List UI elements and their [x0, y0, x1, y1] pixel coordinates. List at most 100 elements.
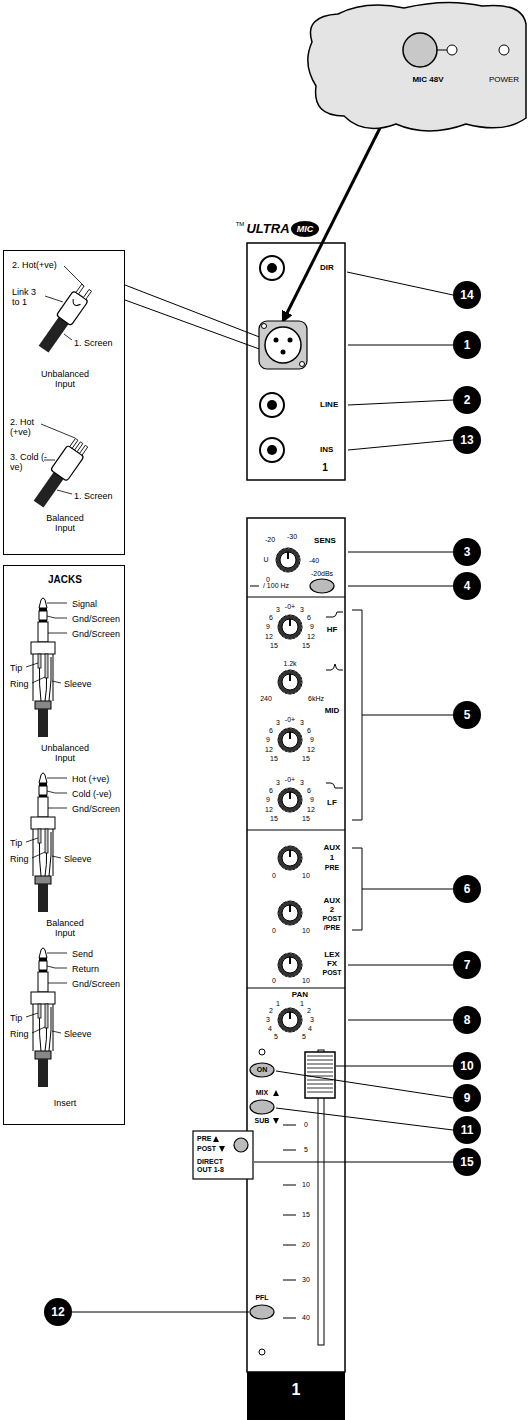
channel-panel	[278, 1008, 302, 1032]
node-text: 2. Hot (+ve)	[10, 417, 50, 438]
node-text: 1. Screen	[74, 491, 113, 501]
scale-mark: -20	[265, 536, 275, 544]
callout-number: 15	[460, 1156, 473, 1168]
scale-mark: 15	[270, 642, 278, 650]
scale-mark: 30	[302, 1276, 310, 1284]
scale-mark: 6	[269, 727, 273, 735]
callout-leaders	[352, 610, 453, 930]
scale-mark: 15	[270, 815, 278, 823]
channel-number: 1	[322, 462, 328, 474]
xlr-plug-balanced	[80, 445, 88, 455]
callout-leaders	[72, 965, 453, 1312]
callout-leaders	[347, 272, 453, 586]
callout-number: 10	[460, 1060, 473, 1072]
node-text: Tip	[10, 1013, 22, 1023]
channel-panel	[193, 1131, 253, 1179]
callout-number: 7	[453, 951, 481, 979]
channel-panel-top	[265, 327, 301, 363]
scale-mark: 9	[266, 796, 270, 804]
jack-plug-drawing	[26, 948, 67, 1087]
panel-label: DIR	[320, 263, 334, 272]
node-text: Unbalanced Input	[35, 369, 95, 390]
scale-mark: 10	[302, 977, 310, 985]
scale-mark: 1	[276, 1000, 280, 1008]
node-text: Balanced Input	[37, 513, 93, 534]
panel-label: MIX	[256, 1089, 268, 1097]
scale-mark: 0	[272, 977, 276, 985]
scale-mark: 15	[302, 642, 310, 650]
channel-panel	[305, 1052, 335, 1098]
callout-number: 4	[464, 580, 471, 592]
xlr-plug-unbalanced	[39, 317, 69, 353]
scale-mark: 9	[266, 623, 270, 631]
node-text: Sleeve	[64, 854, 92, 864]
channel-panel	[247, 518, 345, 1372]
scale-mark: -0+	[285, 603, 295, 611]
panel-label: SENS	[314, 536, 336, 545]
power-led	[499, 45, 509, 55]
scale-mark: 4	[308, 1025, 312, 1033]
node-text: 1	[292, 1381, 301, 1399]
callout-number: 13	[453, 426, 481, 454]
node-text: Link 3 to 1	[12, 287, 46, 308]
jack-plug-drawing	[26, 773, 67, 912]
panel-label: 1	[330, 853, 334, 862]
panel-label: LEX	[324, 950, 340, 959]
panel-label: SUB	[255, 1117, 270, 1125]
node-text: Gnd/Screen	[72, 804, 120, 814]
panel-label: / 100 Hz	[263, 582, 289, 590]
scale-mark: 3	[300, 779, 304, 787]
channel-panel	[259, 1349, 265, 1355]
channel-number-block: 1	[247, 1372, 345, 1420]
channel-panel	[250, 1063, 274, 1077]
callout-number: 6	[464, 883, 471, 895]
scale-mark: 9	[310, 796, 314, 804]
node-text: Gnd/Screen	[72, 629, 120, 639]
scale-mark: 20	[302, 1241, 310, 1249]
scale-mark: 5	[302, 1033, 306, 1041]
bubble-outline	[308, 2, 526, 131]
panel-label: MID	[325, 706, 340, 715]
scale-mark: 12	[307, 806, 315, 814]
node-text: Tip	[10, 838, 22, 848]
node-text: Gnd/Screen	[72, 614, 120, 624]
callout-number: 10	[453, 1052, 481, 1080]
callout-number: 11	[453, 1116, 481, 1144]
xlr-plug-unbalanced	[83, 289, 91, 299]
channel-panel-top	[262, 324, 267, 329]
panel-label: PAN	[292, 990, 308, 999]
node-text: Sleeve	[64, 1029, 92, 1039]
channel-panel-top	[247, 243, 345, 480]
scale-mark: 12	[307, 746, 315, 754]
scale-mark: -0+	[285, 776, 295, 784]
callout-bubble: MIC 48VPOWER	[300, 0, 528, 140]
xlr-wiring-panel: 2. Hot(+ve)Link 3 to 11. ScreenUnbalance…	[3, 250, 125, 555]
scale-mark: -40	[309, 557, 319, 565]
scale-mark: 12	[265, 806, 273, 814]
scale-mark: 6kHz	[308, 695, 324, 703]
channel-panel	[193, 518, 345, 1372]
channel-panel	[278, 846, 302, 870]
callout-number: 14	[453, 281, 481, 309]
callout-number: 3	[464, 546, 471, 558]
channel-panel	[278, 728, 302, 752]
node-text: Balanced Input	[36, 918, 94, 939]
channel-panel-top	[274, 338, 279, 343]
scale-mark: 0	[304, 1121, 308, 1129]
scale-mark: 12	[307, 633, 315, 641]
scale-mark: 3	[276, 779, 280, 787]
scale-mark: 3	[266, 1016, 270, 1024]
channel-panel	[250, 1305, 274, 1319]
brand-logo-oval	[291, 221, 319, 237]
leader-line	[125, 285, 262, 350]
scale-mark: 6	[307, 727, 311, 735]
node-text: MIC 48V	[412, 75, 443, 84]
brand-logo: ULTRA	[246, 222, 289, 237]
callout-number: 8	[453, 1006, 481, 1034]
callout-number: 12	[51, 1306, 64, 1318]
channel-panel	[278, 615, 302, 639]
node-text: Ring	[10, 679, 29, 689]
channel-panel	[276, 548, 300, 572]
